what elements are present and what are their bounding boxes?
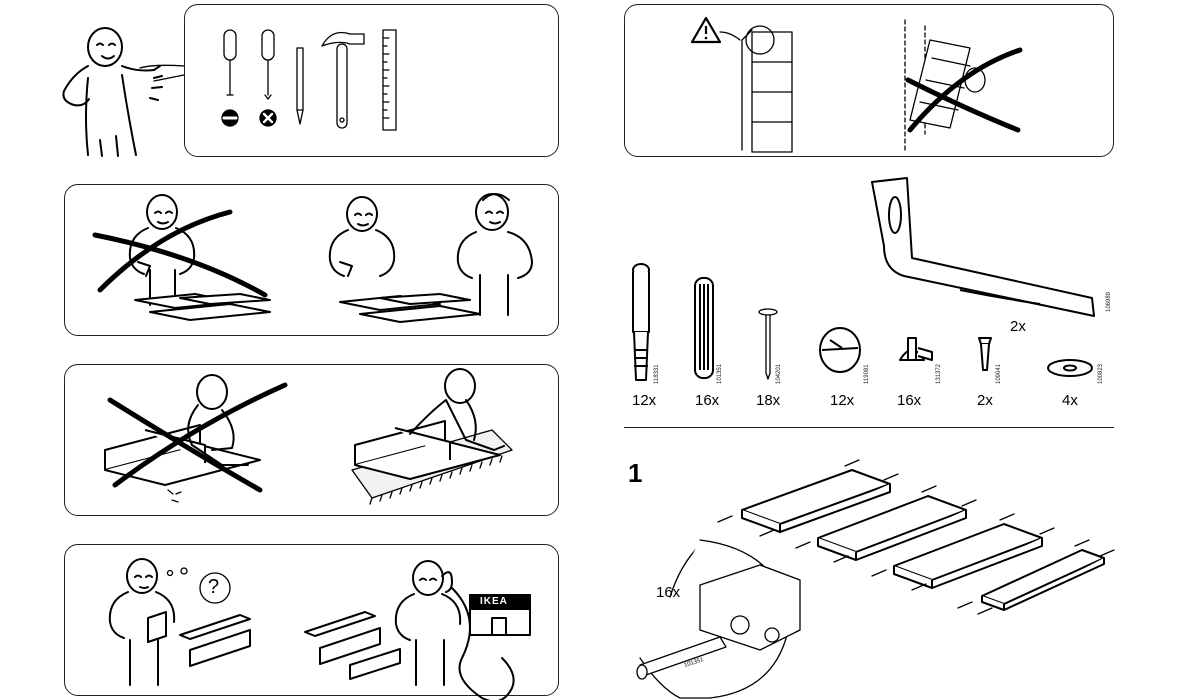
confused-person <box>108 558 176 686</box>
wood-dowel-qty: 16x <box>695 392 720 409</box>
parts-pieces-left <box>179 614 251 667</box>
tools-panel <box>184 4 559 157</box>
shelf-board-3 <box>893 523 1043 589</box>
ikea-phone-screen <box>469 594 531 636</box>
planks-pile-right <box>339 293 481 323</box>
wood-screw <box>978 337 992 371</box>
wall-bracket-qty: 2x <box>1010 318 1026 335</box>
flat-screwdriver-icon <box>221 29 239 127</box>
shelf-pin <box>899 337 933 361</box>
hammer-icon <box>321 31 365 129</box>
cam-bolt <box>632 263 650 381</box>
shelf-board-4 <box>981 549 1105 611</box>
pencil-icon <box>296 47 304 125</box>
nail-qty: 18x <box>756 392 781 409</box>
ruler-icon <box>382 29 397 131</box>
mascot-presenting <box>62 27 163 157</box>
frame-on-rug <box>354 420 501 480</box>
frame-on-hard-floor <box>104 424 261 486</box>
warning-triangle-icon <box>690 16 722 44</box>
step-number: 1 <box>628 458 643 488</box>
nail <box>758 308 778 380</box>
person-two <box>456 193 533 316</box>
kneeling-person-right <box>409 368 505 451</box>
falling-bookcase <box>904 19 986 151</box>
cam-lock <box>819 327 861 373</box>
shelf-board-2 <box>817 495 967 561</box>
parts-step-divider <box>624 427 1114 428</box>
shelf-pin-qty: 16x <box>897 392 922 409</box>
shelf-board-1 <box>741 469 891 533</box>
wood-screw-qty: 2x <box>977 392 993 409</box>
person-one <box>328 196 396 277</box>
ikea-logo-text: IKEA <box>480 596 508 607</box>
question-bubble-icon <box>199 572 231 604</box>
planks-pile-left <box>134 293 271 321</box>
bookcase-against-wall <box>741 25 793 153</box>
phillips-screwdriver-icon <box>259 29 277 127</box>
dowel-callout <box>636 539 801 699</box>
washer <box>1047 359 1093 377</box>
washer-qty: 4x <box>1062 392 1078 409</box>
parts-pieces-right <box>304 611 401 680</box>
cam-lock-qty: 12x <box>830 392 855 409</box>
wood-dowel <box>694 277 714 379</box>
callout-qty: 16x <box>656 584 681 601</box>
cam-bolt-qty: 12x <box>632 392 657 409</box>
dowels-indicators <box>717 459 1115 615</box>
instruction-booklet-left <box>147 611 167 643</box>
help-question-mark: ? <box>208 576 220 598</box>
wall-bracket <box>871 177 1095 317</box>
